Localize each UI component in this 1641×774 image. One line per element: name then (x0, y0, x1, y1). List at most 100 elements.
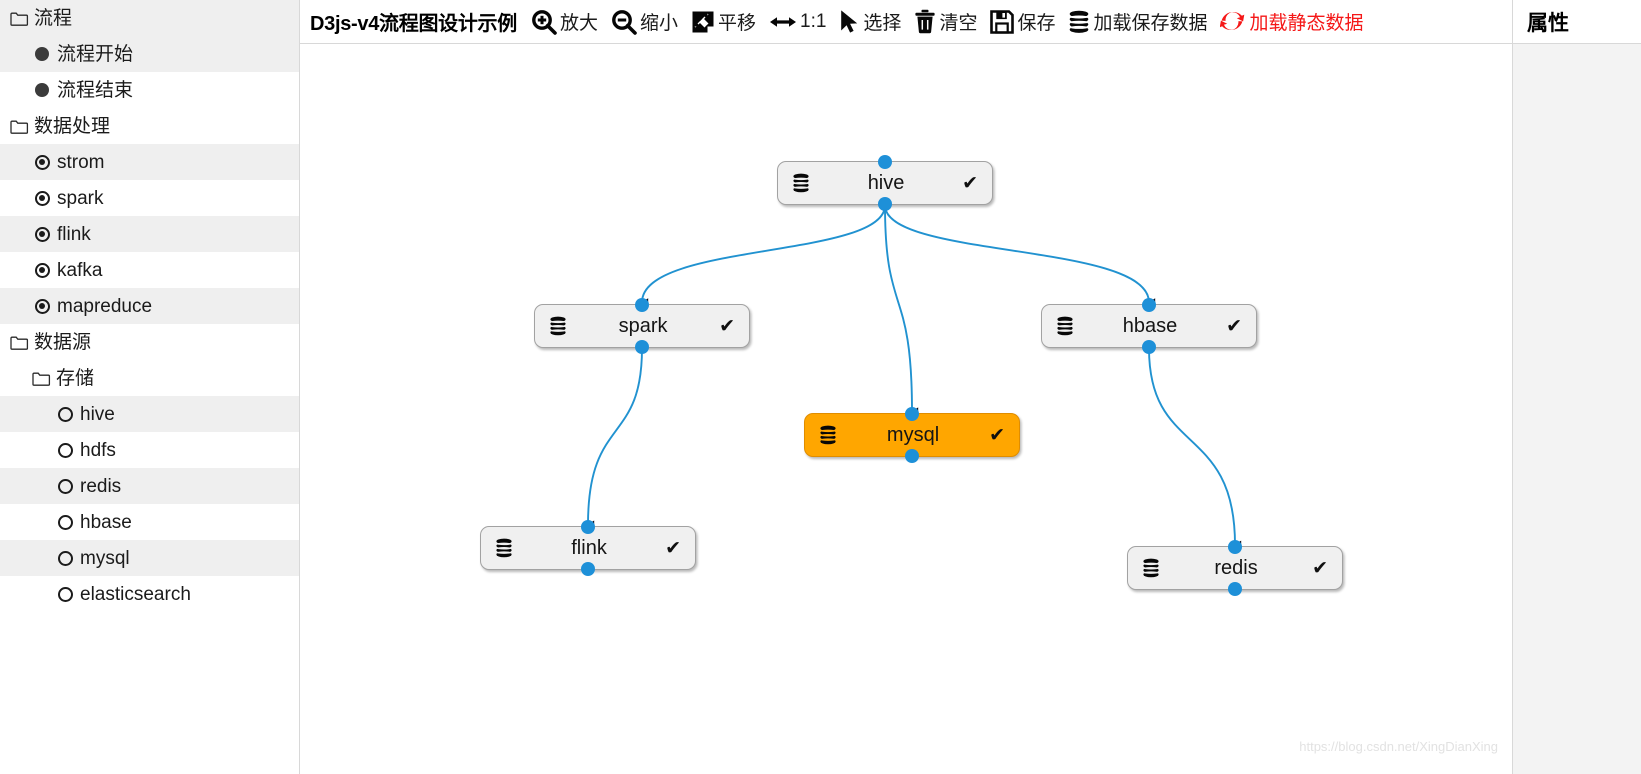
refresh-icon (1220, 9, 1246, 34)
sidebar-item-spark[interactable]: spark (0, 180, 299, 216)
toolbar-button-label: 选择 (863, 13, 902, 34)
sidebar-item-数据源[interactable]: 数据源 (0, 324, 299, 360)
node-anchor-top[interactable] (878, 155, 892, 169)
sidebar-item-hdfs[interactable]: hdfs (0, 432, 299, 468)
sidebar-item-label: spark (57, 187, 104, 209)
flow-node-label: hbase (1122, 314, 1178, 337)
center-column: D3js-v4流程图设计示例 放大缩小 平移 1:1 选择清空 保存加载保存数据加载静态… (300, 0, 1512, 774)
sidebar-item-label: mapreduce (57, 295, 153, 317)
circle-icon (55, 550, 75, 566)
toolbar-button-arrows-lr[interactable]: 1:1 (769, 11, 826, 33)
sidebar-item-hive[interactable]: hive (0, 396, 299, 432)
radio-icon (32, 154, 52, 170)
flow-node-label: redis (1214, 556, 1258, 579)
toolbar-button-zoom-in[interactable]: 放大 (531, 8, 598, 35)
sidebar-item-流程开始[interactable]: 流程开始 (0, 36, 299, 72)
toolbar-button-zoom-out[interactable]: 缩小 (611, 8, 678, 35)
sidebar-item-flink[interactable]: flink (0, 216, 299, 252)
node-anchor-top[interactable] (905, 407, 919, 421)
flow-node-mysql[interactable]: mysql ✔ (804, 407, 1020, 463)
database-icon (549, 316, 567, 336)
toolbar-button-cursor[interactable]: 选择 (839, 8, 901, 35)
circle-icon (55, 406, 75, 422)
trash-icon (914, 9, 936, 35)
sidebar-item-label: kafka (57, 259, 103, 281)
save-disk-icon (990, 9, 1015, 34)
circle-icon (55, 442, 75, 458)
toolbar-button-refresh[interactable]: 加载静态数据 (1220, 8, 1364, 35)
database-icon (1056, 316, 1074, 336)
flow-node-flink[interactable]: flink ✔ (480, 520, 696, 576)
sidebar-item-label: hbase (80, 511, 132, 533)
flow-node-redis[interactable]: redis ✔ (1127, 540, 1343, 596)
sidebar-item-elasticsearch[interactable]: elasticsearch (0, 576, 299, 612)
node-anchor-top[interactable] (1142, 298, 1156, 312)
node-anchor-bottom[interactable] (878, 197, 892, 211)
sidebar-item-mapreduce[interactable]: mapreduce (0, 288, 299, 324)
node-anchor-bottom[interactable] (1228, 582, 1242, 596)
sidebar-item-流程[interactable]: 流程 (0, 0, 299, 36)
sidebar-item-hbase[interactable]: hbase (0, 504, 299, 540)
folder-icon (9, 335, 29, 350)
flow-edge-spark-to-flink[interactable] (587, 347, 643, 529)
flow-edge-hive-to-hbase[interactable] (884, 204, 1156, 307)
database-icon (792, 173, 810, 193)
node-anchor-bottom[interactable] (581, 562, 595, 576)
sidebar-item-redis[interactable]: redis (0, 468, 299, 504)
flow-node-label: hive (867, 171, 905, 194)
toolbar-button-group: 放大缩小 平移 1:1 选择清空 保存加载保存数据加载静态数据 (531, 8, 1377, 35)
sidebar-item-kafka[interactable]: kafka (0, 252, 299, 288)
flow-edge-hbase-to-redis[interactable] (1148, 347, 1242, 549)
flow-node-label: flink (571, 536, 607, 559)
toolbar: D3js-v4流程图设计示例 放大缩小 平移 1:1 选择清空 保存加载保存数据加载静态… (300, 0, 1512, 44)
zoom-out-icon (611, 9, 637, 35)
sidebar-item-label: mysql (80, 547, 130, 569)
node-anchor-top[interactable] (635, 298, 649, 312)
radio-icon (32, 190, 52, 206)
circle-icon (55, 514, 75, 530)
toolbar-button-move[interactable]: 平移 (691, 8, 756, 35)
sidebar-item-label: 流程 (34, 7, 73, 29)
flow-node-label: spark (618, 314, 668, 337)
node-anchor-bottom[interactable] (905, 449, 919, 463)
check-icon[interactable]: ✔ (989, 424, 1005, 446)
sidebar-item-流程结束[interactable]: 流程结束 (0, 72, 299, 108)
node-anchor-top[interactable] (1228, 540, 1242, 554)
check-icon[interactable]: ✔ (1226, 315, 1242, 337)
app-title: D3js-v4流程图设计示例 (310, 13, 517, 35)
sidebar-item-strom[interactable]: strom (0, 144, 299, 180)
toolbar-button-label: 保存 (1017, 13, 1056, 34)
check-icon[interactable]: ✔ (665, 537, 681, 559)
toolbar-button-label: 放大 (559, 13, 598, 34)
radio-icon (32, 298, 52, 314)
flow-node-label: mysql (886, 423, 940, 446)
flow-node-hive[interactable]: hive ✔ (777, 155, 993, 211)
sidebar-item-label: flink (57, 223, 91, 245)
database-icon (819, 425, 837, 445)
sidebar-item-存储[interactable]: 存储 (0, 360, 299, 396)
arrows-lr-icon (769, 11, 797, 33)
sidebar-item-mysql[interactable]: mysql (0, 540, 299, 576)
flow-edge-hive-to-spark[interactable] (641, 204, 886, 307)
node-anchor-top[interactable] (581, 520, 595, 534)
node-anchor-bottom[interactable] (1142, 340, 1156, 354)
properties-panel-body[interactable] (1513, 44, 1641, 774)
watermark: https://blog.csdn.net/XingDianXing (1299, 739, 1498, 754)
flow-edge-hive-to-mysql[interactable] (884, 204, 919, 416)
toolbar-button-label: 平移 (717, 13, 756, 34)
circle-icon (55, 478, 75, 494)
sidebar-item-数据处理[interactable]: 数据处理 (0, 108, 299, 144)
toolbar-button-trash[interactable]: 清空 (914, 8, 977, 35)
flowchart-canvas[interactable]: hive ✔ spark ✔ hbase ✔ mysql ✔ flink ✔ redis ✔ http… (300, 44, 1512, 774)
sidebar-item-label: 数据源 (34, 331, 92, 353)
flow-node-spark[interactable]: spark ✔ (534, 298, 750, 354)
check-icon[interactable]: ✔ (719, 315, 735, 337)
toolbar-button-database[interactable]: 加载保存数据 (1068, 8, 1207, 35)
check-icon[interactable]: ✔ (962, 172, 978, 194)
check-icon[interactable]: ✔ (1312, 557, 1328, 579)
toolbar-button-save-disk[interactable]: 保存 (990, 8, 1055, 35)
flow-node-hbase[interactable]: hbase ✔ (1041, 298, 1257, 354)
node-anchor-bottom[interactable] (635, 340, 649, 354)
